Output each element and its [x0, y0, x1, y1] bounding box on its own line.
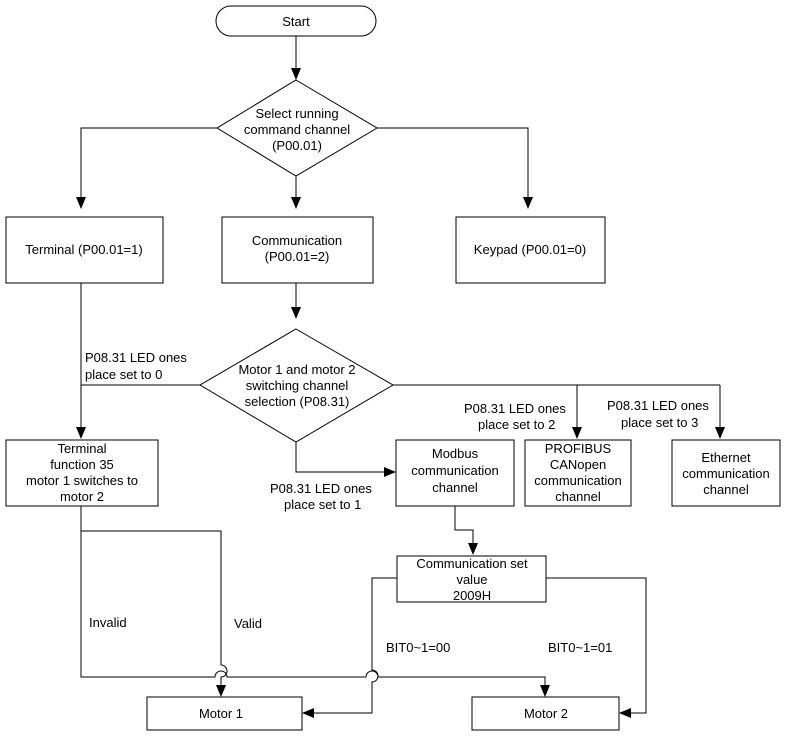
- select-channel-line-1: Select running: [255, 106, 338, 121]
- terminal-function-line-4: motor 2: [60, 489, 104, 504]
- connector-setvalue-to-motor1: [313, 577, 397, 714]
- arrow-to-terminal-function: [76, 427, 86, 439]
- connector-terminal-function-valid: [80, 506, 228, 688]
- ethernet-line-2: communication: [682, 466, 769, 481]
- communication-line-1: Communication: [252, 233, 342, 248]
- edge-labels: P08.31 LED ones place set to 0 P08.31 LE…: [85, 350, 709, 655]
- motor-switch-line-2: switching channel: [246, 378, 349, 393]
- arrow-to-motor1-top: [216, 685, 226, 697]
- ethernet-line-1: Ethernet: [701, 450, 751, 465]
- label-p0831-2-line-1: P08.31 LED ones: [464, 401, 566, 416]
- modbus-line-3: channel: [432, 480, 478, 495]
- motor-switch-line-3: selection (P08.31): [245, 394, 350, 409]
- profibus-line-3: communication: [534, 473, 621, 488]
- arrow-to-communication: [291, 197, 301, 209]
- label-p0831-3-line-1: P08.31 LED ones: [607, 398, 709, 413]
- terminal-label: Terminal (P00.01=1): [25, 242, 142, 257]
- keypad-label: Keypad (P00.01=0): [474, 242, 586, 257]
- start-node: Start: [215, 5, 377, 37]
- modbus-line-2: communication: [411, 463, 498, 478]
- modbus-line-1: Modbus: [432, 446, 479, 461]
- comm-set-value-box: Communication set value 2009H: [396, 555, 547, 603]
- label-p0831-0-line-2: place set to 0: [85, 367, 162, 382]
- connector-select-to-terminal: [80, 127, 217, 208]
- label-invalid: Invalid: [89, 615, 127, 630]
- label-p0831-0-line-1: P08.31 LED ones: [85, 350, 187, 365]
- arrow-to-modbus: [384, 467, 396, 477]
- profibus-line-4: channel: [555, 489, 601, 504]
- start-label: Start: [282, 14, 310, 29]
- terminal-function-box: Terminal function 35 motor 1 switches to…: [5, 439, 159, 507]
- label-p0831-1-line-2: place set to 1: [284, 497, 361, 512]
- ethernet-line-3: channel: [703, 482, 749, 497]
- modbus-box: Modbus communication channel: [395, 439, 515, 507]
- label-p0831-1-line-1: P08.31 LED ones: [270, 481, 372, 496]
- motor1-box: Motor 1: [146, 696, 303, 731]
- terminal-box: Terminal (P00.01=1): [5, 216, 164, 284]
- motor2-label: Motor 2: [524, 706, 568, 721]
- label-p0831-3-line-2: place set to 3: [621, 415, 698, 430]
- communication-box: Communication (P00.01=2): [221, 216, 374, 284]
- connector-terminal-function-invalid: [80, 531, 546, 688]
- terminal-function-line-2: function 35: [50, 457, 114, 472]
- motor2-box: Motor 2: [471, 696, 620, 731]
- arrow-to-motor1-side: [302, 708, 314, 718]
- comm-set-value-line-2: value: [456, 572, 487, 587]
- label-p0831-2-line-2: place set to 2: [478, 417, 555, 432]
- label-bit01: BIT0~1=01: [548, 640, 612, 655]
- profibus-line-1: PROFIBUS: [545, 441, 612, 456]
- select-channel-decision: Select running command channel (P00.01): [216, 79, 378, 177]
- profibus-line-2: CANopen: [550, 457, 606, 472]
- communication-line-2: (P00.01=2): [265, 249, 330, 264]
- label-valid: Valid: [234, 616, 262, 631]
- select-channel-line-2: command channel: [244, 122, 350, 137]
- terminal-function-line-1: Terminal: [57, 441, 106, 456]
- arrow-to-keypad: [523, 197, 533, 209]
- arrow-to-motor2-side: [619, 708, 631, 718]
- motor-switch-decision: Motor 1 and motor 2 switching channel se…: [199, 328, 394, 443]
- connectors: [80, 36, 721, 714]
- arrow-to-terminal: [76, 197, 86, 209]
- arrow-to-ethernet: [715, 427, 725, 439]
- connector-select-to-keypad: [377, 127, 529, 208]
- select-channel-line-3: (P00.01): [272, 138, 322, 153]
- arrow-to-motor2-top: [540, 685, 550, 697]
- arrow-to-switch: [291, 307, 301, 319]
- terminal-function-line-3: motor 1 switches to: [26, 473, 138, 488]
- connector-switch-to-modbus: [295, 442, 386, 473]
- profibus-box: PROFIBUS CANopen communication channel: [524, 439, 632, 507]
- connector-modbus-to-setvalue: [454, 506, 474, 547]
- arrow-to-select: [291, 68, 301, 80]
- motor-switch-line-1: Motor 1 and motor 2: [238, 362, 355, 377]
- arrow-to-profibus: [572, 427, 582, 439]
- motor1-label: Motor 1: [199, 706, 243, 721]
- arrowheads: [76, 68, 725, 718]
- label-bit00: BIT0~1=00: [386, 640, 450, 655]
- ethernet-box: Ethernet communication channel: [671, 439, 781, 507]
- comm-set-value-line-3: 2009H: [453, 588, 491, 603]
- arrow-to-setvalue: [468, 543, 478, 555]
- keypad-box: Keypad (P00.01=0): [455, 216, 606, 284]
- connector-setvalue-to-motor2: [546, 577, 647, 714]
- comm-set-value-line-1: Communication set: [416, 556, 528, 571]
